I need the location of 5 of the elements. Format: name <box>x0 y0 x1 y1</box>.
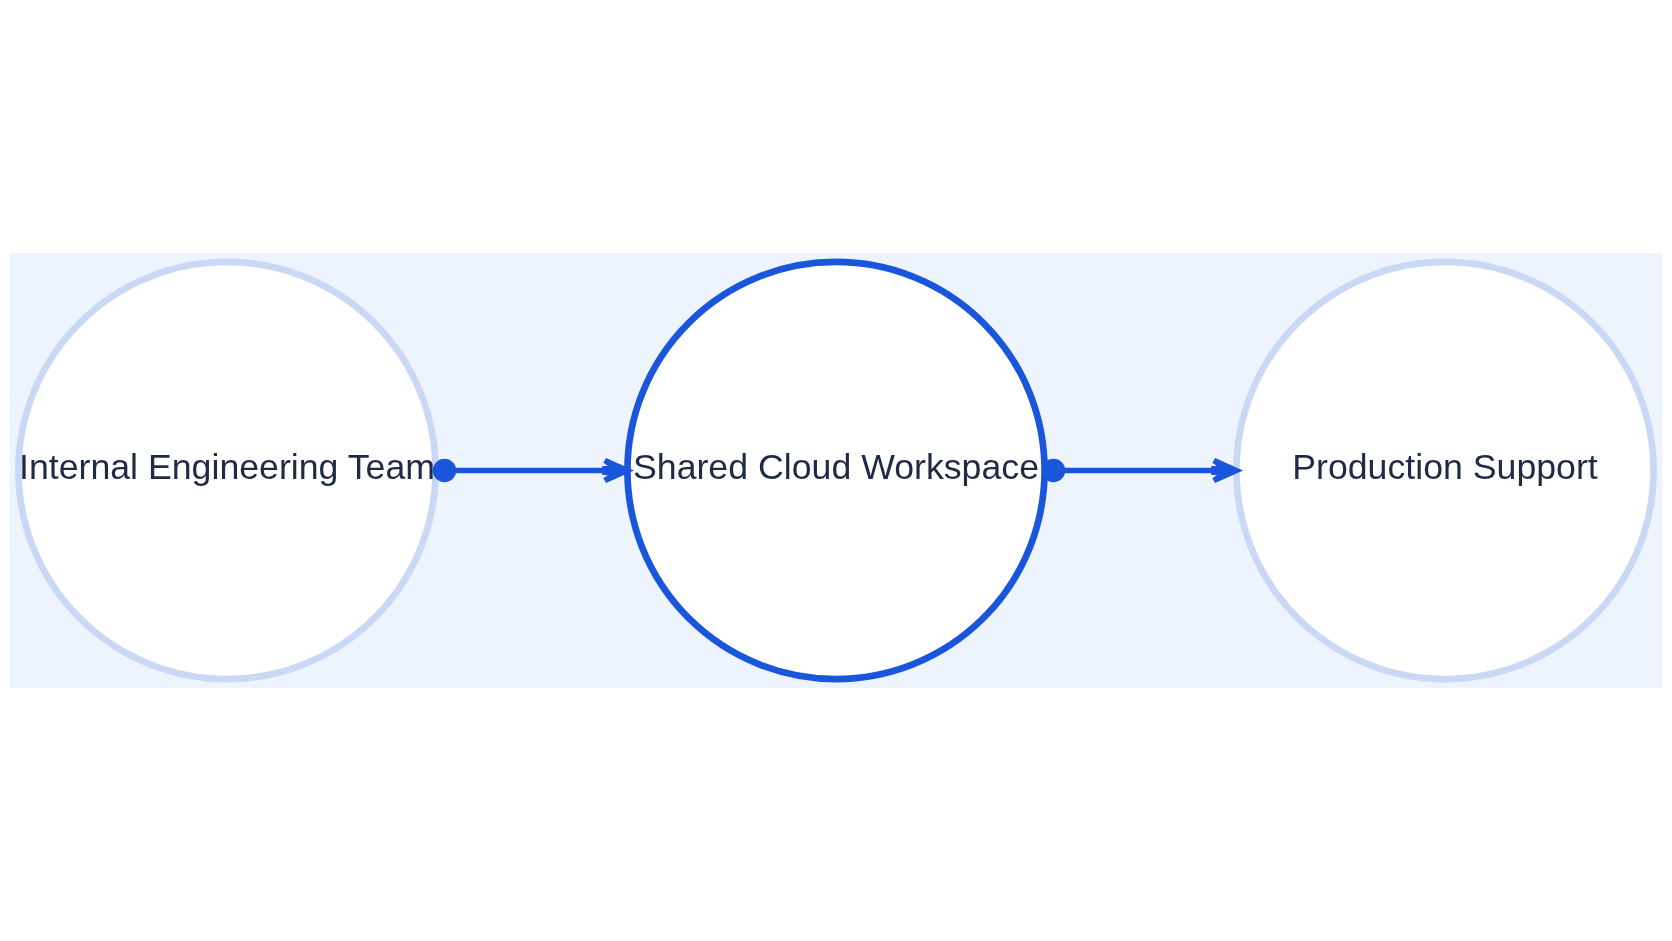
arrow <box>432 457 631 484</box>
node-circle: Internal Engineering Team <box>15 258 439 683</box>
arrow <box>1041 457 1240 484</box>
node-circle: Production Support <box>1233 258 1657 683</box>
node-circle: Shared Cloud Workspace <box>624 258 1048 683</box>
